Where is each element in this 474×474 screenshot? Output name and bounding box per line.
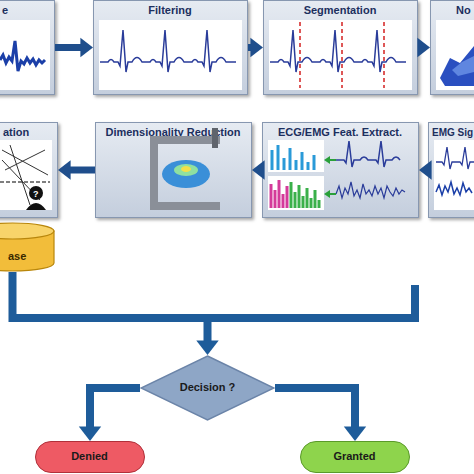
reduced-data	[181, 166, 191, 172]
arrow-line	[55, 44, 83, 51]
person-icon	[29, 186, 43, 200]
node-label: Granted	[301, 450, 408, 463]
emg-trace	[336, 182, 405, 198]
reduced-data	[162, 160, 210, 188]
diamond-shape	[141, 356, 274, 420]
arrow-head	[196, 341, 218, 355]
node-label: Denied	[36, 450, 143, 463]
emg-trace	[436, 182, 472, 195]
signal-panel	[269, 20, 412, 90]
ecg-features	[272, 145, 314, 170]
arrow-line	[13, 272, 208, 343]
flow-arrow	[58, 160, 95, 180]
node-label: ase	[8, 250, 53, 263]
surface-plot	[452, 56, 474, 76]
node-label: Decision ?	[140, 381, 275, 394]
arrow-line	[90, 388, 140, 429]
process-box: ECG/EMG Feat. Extract.	[262, 122, 419, 218]
flow-arrow	[417, 38, 430, 58]
node-label: ECG/EMG Feat. Extract.	[263, 126, 417, 139]
plot-panel	[436, 20, 474, 90]
raw-signal	[0, 41, 45, 71]
arrow-head	[252, 160, 265, 180]
shape-outline	[0, 222, 55, 272]
arrow-head	[80, 38, 93, 58]
arrow-line	[418, 44, 420, 51]
classifier-lines	[2, 145, 48, 205]
reduced-data	[174, 164, 198, 176]
flow-arrow	[79, 388, 140, 441]
process-box: Dimensionality Reduction	[95, 122, 252, 218]
clamp-icon	[212, 128, 218, 148]
flow-arrow	[55, 38, 93, 58]
emg-features	[271, 180, 287, 208]
node-label: Segmentation	[264, 4, 416, 17]
node-label: Filtering	[94, 4, 246, 17]
arrow-head	[250, 38, 263, 58]
spectrum-panel	[268, 176, 324, 210]
segment-marks	[300, 22, 384, 88]
arrow-head	[79, 427, 101, 441]
process-box: ation	[0, 122, 58, 218]
decision-diamond: Decision ?	[140, 355, 275, 421]
icon-mark: ?	[33, 189, 39, 199]
node-label: EMG Sig	[432, 126, 474, 139]
signal-panel	[99, 20, 242, 90]
filtered-ecg	[100, 30, 236, 72]
flow-arrow	[275, 388, 366, 441]
arrow-head	[419, 160, 432, 180]
flow-arrow	[252, 160, 265, 180]
classifier-panel	[0, 140, 52, 210]
process-box: No	[430, 0, 474, 95]
arrow-head	[58, 160, 71, 180]
emg-features	[291, 182, 319, 208]
decision-boundary	[0, 181, 50, 182]
ecg-trace	[336, 141, 400, 167]
node-label: No	[456, 4, 474, 17]
database-cylinder: ase	[0, 222, 55, 272]
flow-arrow	[419, 160, 432, 180]
arrow-head	[417, 38, 430, 58]
arrow-line	[259, 167, 266, 174]
signal-panel	[434, 140, 474, 210]
arrow-line	[428, 167, 429, 174]
node-label: ation	[3, 126, 58, 139]
arrow-head	[344, 427, 366, 441]
flow-arrow	[248, 38, 263, 58]
clamp-icon	[150, 136, 158, 210]
arrow-line	[275, 388, 355, 429]
signal-panel	[0, 20, 50, 90]
surface-plot	[440, 46, 474, 86]
clamp-icon	[150, 202, 220, 210]
process-box: EMG Sig	[428, 122, 474, 218]
segmented-ecg	[270, 30, 406, 72]
terminal-oval: Denied	[35, 441, 145, 473]
terminal-oval: Granted	[300, 441, 410, 473]
node-label: Dimensionality Reduction	[96, 126, 250, 139]
cylinder-top	[0, 223, 54, 239]
feature-arrow	[324, 156, 330, 164]
flow-bracket	[211, 285, 415, 318]
spectrum-panel	[268, 140, 324, 172]
arrow-line	[248, 44, 253, 51]
feature-arrow	[326, 160, 336, 194]
arrow-line	[68, 167, 95, 174]
clamp-icon	[150, 136, 220, 144]
ecg-trace	[436, 147, 474, 169]
node-label: e	[2, 4, 52, 17]
person-icon	[26, 203, 46, 210]
feature-arrow	[324, 190, 330, 198]
process-box: e	[0, 0, 55, 95]
flow-arrow	[13, 272, 219, 355]
process-box: Filtering	[93, 0, 248, 95]
process-box: Segmentation	[263, 0, 418, 95]
